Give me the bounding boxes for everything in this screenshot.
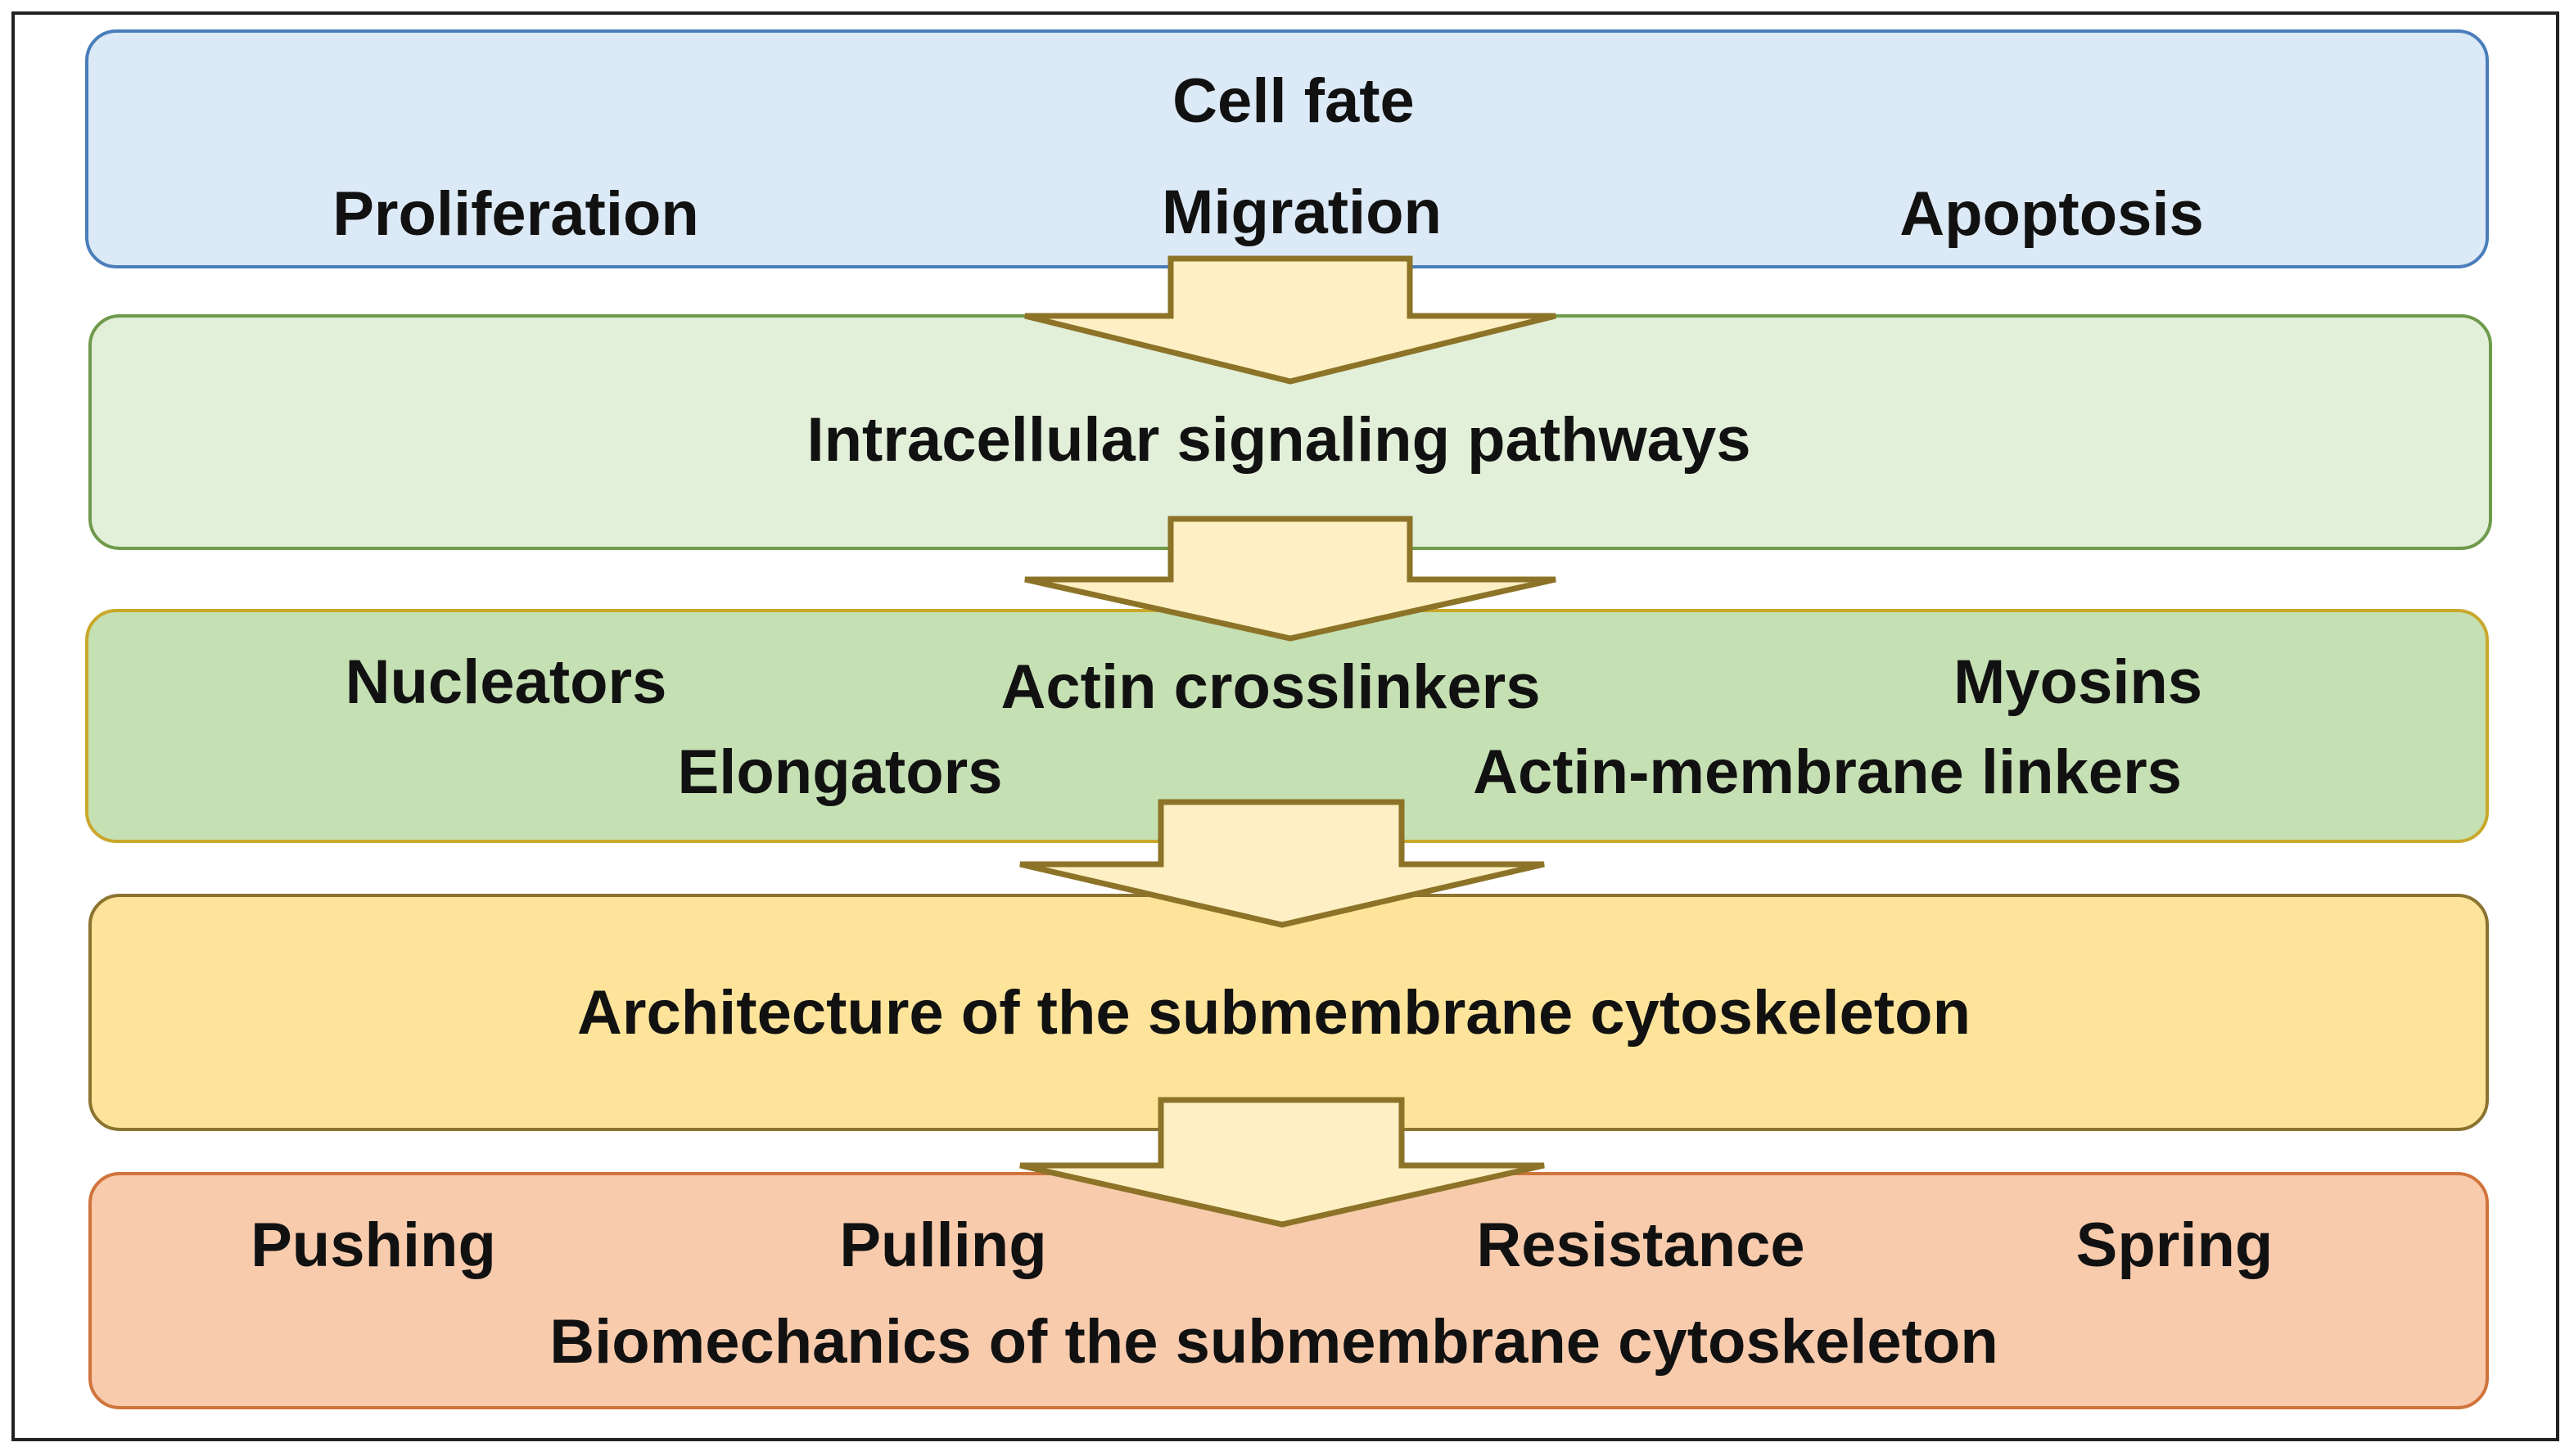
cell-fate-box [85, 29, 2489, 268]
proliferation-label: Proliferation [332, 179, 699, 249]
cell-fate-title: Cell fate [1172, 66, 1415, 136]
pushing-label: Pushing [251, 1210, 496, 1280]
signaling-title: Intracellular signaling pathways [806, 405, 1751, 475]
myosins-label: Myosins [1953, 647, 2203, 717]
pulling-label: Pulling [839, 1210, 1047, 1280]
nucleators-label: Nucleators [345, 647, 667, 717]
migration-label: Migration [1162, 178, 1442, 247]
biomechanics-title: Biomechanics of the submembrane cytoskel… [549, 1307, 1998, 1377]
spring-label: Spring [2075, 1210, 2274, 1280]
actin-regulators-box [85, 609, 2489, 843]
architecture-title: Architecture of the submembrane cytoskel… [577, 978, 1971, 1048]
actin-membrane-linkers-label: Actin-membrane linkers [1473, 737, 2182, 807]
actin-crosslinkers-label: Actin crosslinkers [1000, 652, 1541, 722]
architecture-box [88, 894, 2489, 1131]
elongators-label: Elongators [677, 737, 1003, 807]
resistance-label: Resistance [1476, 1210, 1805, 1280]
apoptosis-label: Apoptosis [1899, 179, 2204, 249]
